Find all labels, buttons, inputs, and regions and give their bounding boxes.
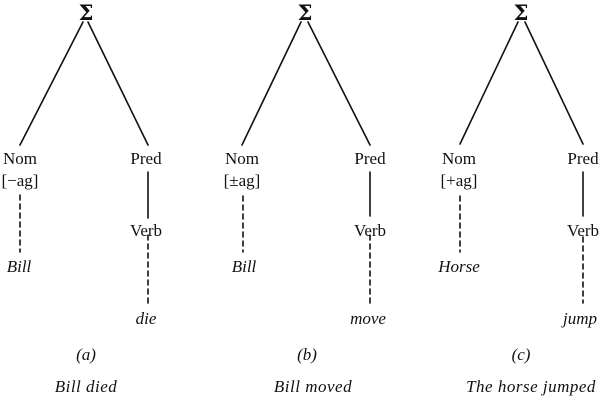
- tree-c-feature-label: [+ag]: [440, 171, 478, 190]
- edge-c-root-pred: [524, 21, 584, 145]
- tree-c-word-jump: jump: [563, 309, 597, 328]
- tree-c-root-symbol: Σ: [513, 0, 529, 25]
- tree-c-letter: (c): [511, 345, 531, 364]
- tree-b-feature-label: [±ag]: [223, 171, 261, 190]
- tree-b-word-bill: Bill: [231, 257, 257, 276]
- tree-c-verb-label: Verb: [566, 221, 600, 240]
- tree-c-pred-label: Pred: [567, 149, 599, 168]
- edge-a-root-pred: [87, 21, 149, 146]
- tree-a-letter: (a): [76, 345, 96, 364]
- edge-c-root-nom: [459, 21, 519, 145]
- edge-b-root-pred: [307, 21, 371, 146]
- tree-a-pred-label: Pred: [130, 149, 162, 168]
- edge-b-root-nom: [241, 21, 302, 146]
- tree-b-letter: (b): [297, 345, 317, 364]
- tree-b-word-move: move: [350, 309, 386, 328]
- tree-a-nom-label: Nom: [3, 149, 37, 168]
- tree-b-pred-label: Pred: [354, 149, 386, 168]
- tree-c-nom-label: Nom: [442, 149, 476, 168]
- tree-a-caption: Bill died: [54, 377, 118, 396]
- tree-b-verb-label: Verb: [353, 221, 387, 240]
- tree-a-word-bill: Bill: [6, 257, 32, 276]
- tree-a-feature-label: [−ag]: [1, 171, 39, 190]
- tree-a-verb-label: Verb: [129, 221, 163, 240]
- tree-b-nom-label: Nom: [225, 149, 259, 168]
- tree-c-word-horse: Horse: [438, 257, 480, 276]
- tree-b-caption: Bill moved: [273, 377, 353, 396]
- tree-a-root-symbol: Σ: [78, 0, 94, 25]
- tree-c-caption: The horse jumped: [466, 377, 596, 396]
- tree-b-root-symbol: Σ: [297, 0, 313, 25]
- edge-a-root-nom: [19, 21, 84, 146]
- tree-a-word-die: die: [135, 309, 157, 328]
